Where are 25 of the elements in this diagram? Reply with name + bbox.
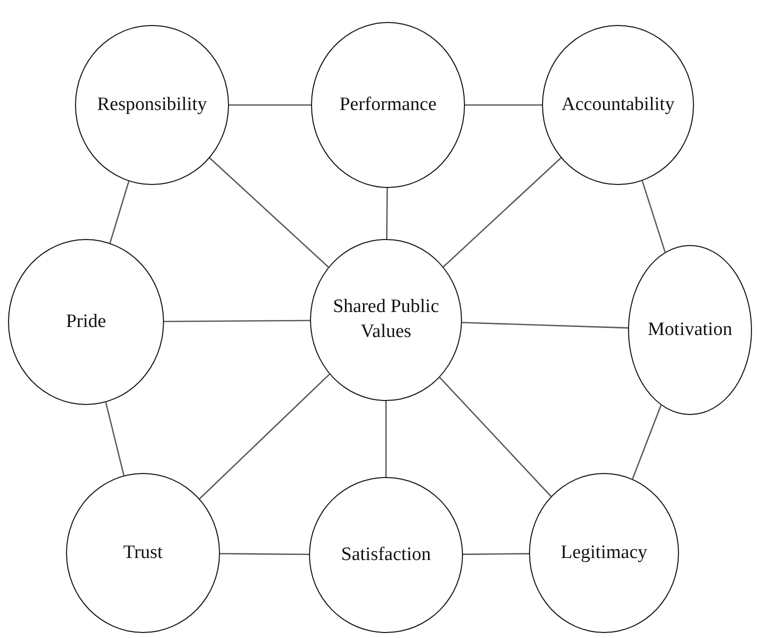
connector-line bbox=[199, 374, 330, 500]
node-label: Satisfaction bbox=[340, 542, 432, 567]
connector-line bbox=[209, 158, 329, 268]
connector-line bbox=[439, 376, 552, 497]
connector-line bbox=[642, 180, 666, 252]
connector-line bbox=[442, 157, 562, 268]
node-label: Performance bbox=[338, 92, 438, 117]
connector-line bbox=[632, 404, 662, 480]
node-label: Responsibility bbox=[96, 92, 208, 117]
connector-line bbox=[465, 104, 542, 106]
connector-line bbox=[462, 553, 529, 555]
connector-line bbox=[385, 401, 387, 477]
connector-line bbox=[386, 188, 388, 239]
connector-line bbox=[220, 552, 309, 556]
node-label: Motivation bbox=[646, 318, 734, 342]
connector-line bbox=[229, 104, 311, 106]
node-label: Accountability bbox=[560, 92, 676, 117]
connector-line bbox=[105, 402, 125, 476]
node-label: Shared Public Values bbox=[332, 295, 440, 344]
connector-line bbox=[109, 181, 130, 244]
node-label: Legitimacy bbox=[560, 540, 648, 565]
connector-line bbox=[164, 320, 310, 322]
node-label: Trust bbox=[122, 540, 164, 565]
connector-line bbox=[462, 322, 628, 329]
node-label: Pride bbox=[64, 310, 108, 334]
